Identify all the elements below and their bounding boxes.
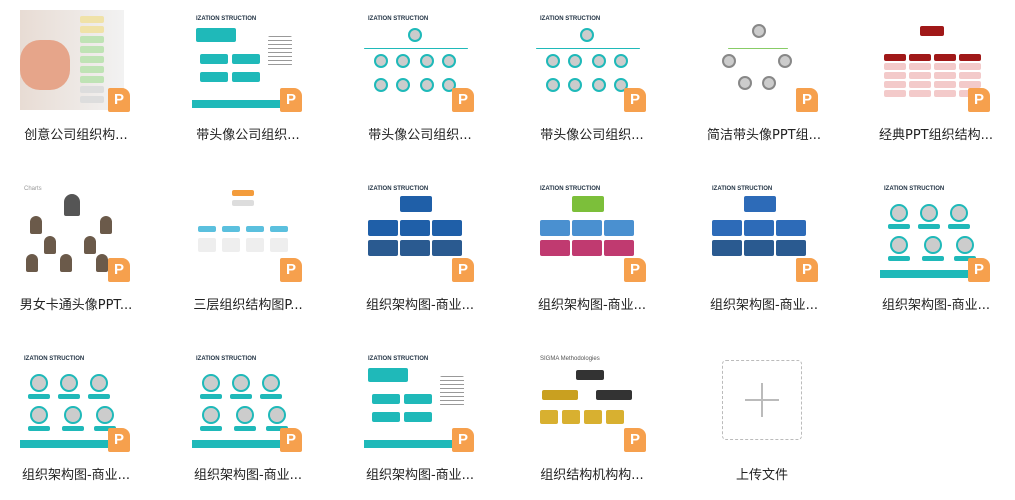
thumb-title: IZATION STRUCTION xyxy=(368,186,429,192)
file-name: 三层组织结构图P... xyxy=(193,298,303,313)
plus-icon[interactable] xyxy=(722,360,802,440)
ppt-file-icon: P xyxy=(624,88,646,112)
thumb-title: IZATION STRUCTION xyxy=(540,186,601,192)
thumb-title: IZATION STRUCTION xyxy=(368,16,429,22)
ppt-file-icon: P xyxy=(452,428,474,452)
ppt-file-icon: P xyxy=(624,428,646,452)
ppt-file-icon: P xyxy=(624,258,646,282)
file-item[interactable]: IZATION STRUCTION P 组织架构图-商业... xyxy=(698,180,858,330)
file-thumbnail: IZATION STRUCTION xyxy=(20,350,124,450)
ppt-file-icon: P xyxy=(280,258,302,282)
thumb-title: IZATION STRUCTION xyxy=(884,186,945,192)
file-item[interactable]: IZATION STRUCTION P 组织架构图-商业... xyxy=(182,350,342,500)
file-item[interactable]: P 三层组织结构图P... xyxy=(182,180,342,330)
file-name: 简洁带头像PPT组... xyxy=(706,128,822,143)
thumb-title: IZATION STRUCTION xyxy=(24,356,85,362)
thumb-title: IZATION STRUCTION xyxy=(368,356,429,362)
file-thumbnail: IZATION STRUCTION xyxy=(192,350,296,450)
file-name: 组织架构图-商业... xyxy=(881,298,991,313)
file-name: 创意公司组织构... xyxy=(24,128,128,143)
file-name: 组织结构机构构... xyxy=(540,468,644,483)
file-item[interactable]: IZATION STRUCTION P 组织架构图-商业... xyxy=(870,180,1015,330)
file-thumbnail: IZATION STRUCTION xyxy=(536,180,640,280)
file-thumbnail: IZATION STRUCTION xyxy=(880,180,984,280)
file-name: 带头像公司组织... xyxy=(368,128,472,143)
file-name: 组织架构图-商业... xyxy=(365,298,475,313)
file-item[interactable]: IZATION STRUCTION P 组织架构图-商业... xyxy=(354,350,514,500)
ppt-file-icon: P xyxy=(108,258,130,282)
ppt-file-icon: P xyxy=(452,88,474,112)
file-thumbnail xyxy=(20,10,124,110)
file-item[interactable]: P 经典PPT组织结构... xyxy=(870,10,1015,160)
file-thumbnail: IZATION STRUCTION xyxy=(364,180,468,280)
thumb-title: IZATION STRUCTION xyxy=(196,16,257,22)
file-name: 组织架构图-商业... xyxy=(21,468,131,483)
file-name: 带头像公司组织... xyxy=(196,128,300,143)
file-thumbnail: Charts xyxy=(20,180,124,280)
thumb-title: IZATION STRUCTION xyxy=(712,186,773,192)
ppt-file-icon: P xyxy=(796,258,818,282)
file-name: 经典PPT组织结构... xyxy=(878,128,994,143)
file-item[interactable]: IZATION STRUCTION P 组织架构图-商业... xyxy=(10,350,170,500)
file-item[interactable]: IZATION STRUCTION P 带头像公司组织... xyxy=(354,10,514,160)
file-name: 男女卡通头像PPT... xyxy=(19,298,133,313)
file-item[interactable]: P 简洁带头像PPT组... xyxy=(698,10,858,160)
file-thumbnail: IZATION STRUCTION xyxy=(192,10,296,110)
upload-file-button[interactable]: 上传文件 xyxy=(712,350,872,500)
file-name: 组织架构图-商业... xyxy=(365,468,475,483)
file-name: 组织架构图-商业... xyxy=(709,298,819,313)
file-item[interactable]: IZATION STRUCTION P 组织架构图-商业... xyxy=(526,180,686,330)
file-item[interactable]: P 创意公司组织构... xyxy=(10,10,170,160)
ppt-file-icon: P xyxy=(108,428,130,452)
upload-label: 上传文件 xyxy=(735,468,788,483)
file-thumbnail xyxy=(880,10,984,110)
ppt-file-icon: P xyxy=(280,88,302,112)
file-thumbnail: IZATION STRUCTION xyxy=(364,10,468,110)
ppt-file-icon: P xyxy=(452,258,474,282)
file-thumbnail xyxy=(192,180,296,280)
file-thumbnail: IZATION STRUCTION xyxy=(708,180,812,280)
file-item[interactable]: IZATION STRUCTION P 带头像公司组织... xyxy=(182,10,342,160)
ppt-file-icon: P xyxy=(968,258,990,282)
file-thumbnail: IZATION STRUCTION xyxy=(536,10,640,110)
file-thumbnail: IZATION STRUCTION xyxy=(364,350,468,450)
ppt-file-icon: P xyxy=(280,428,302,452)
file-name: 组织架构图-商业... xyxy=(537,298,647,313)
file-item[interactable]: IZATION STRUCTION P 带头像公司组织... xyxy=(526,10,686,160)
thumb-title: IZATION STRUCTION xyxy=(540,16,601,22)
thumb-title: IZATION STRUCTION xyxy=(196,356,257,362)
file-name: 组织架构图-商业... xyxy=(193,468,303,483)
file-item[interactable]: IZATION STRUCTION P 组织架构图-商业... xyxy=(354,180,514,330)
file-thumbnail: SIGMA Methodologies xyxy=(536,350,640,450)
ppt-file-icon: P xyxy=(796,88,818,112)
ppt-file-icon: P xyxy=(108,88,130,112)
file-thumbnail xyxy=(708,10,812,110)
file-name: 带头像公司组织... xyxy=(540,128,644,143)
ppt-file-icon: P xyxy=(968,88,990,112)
